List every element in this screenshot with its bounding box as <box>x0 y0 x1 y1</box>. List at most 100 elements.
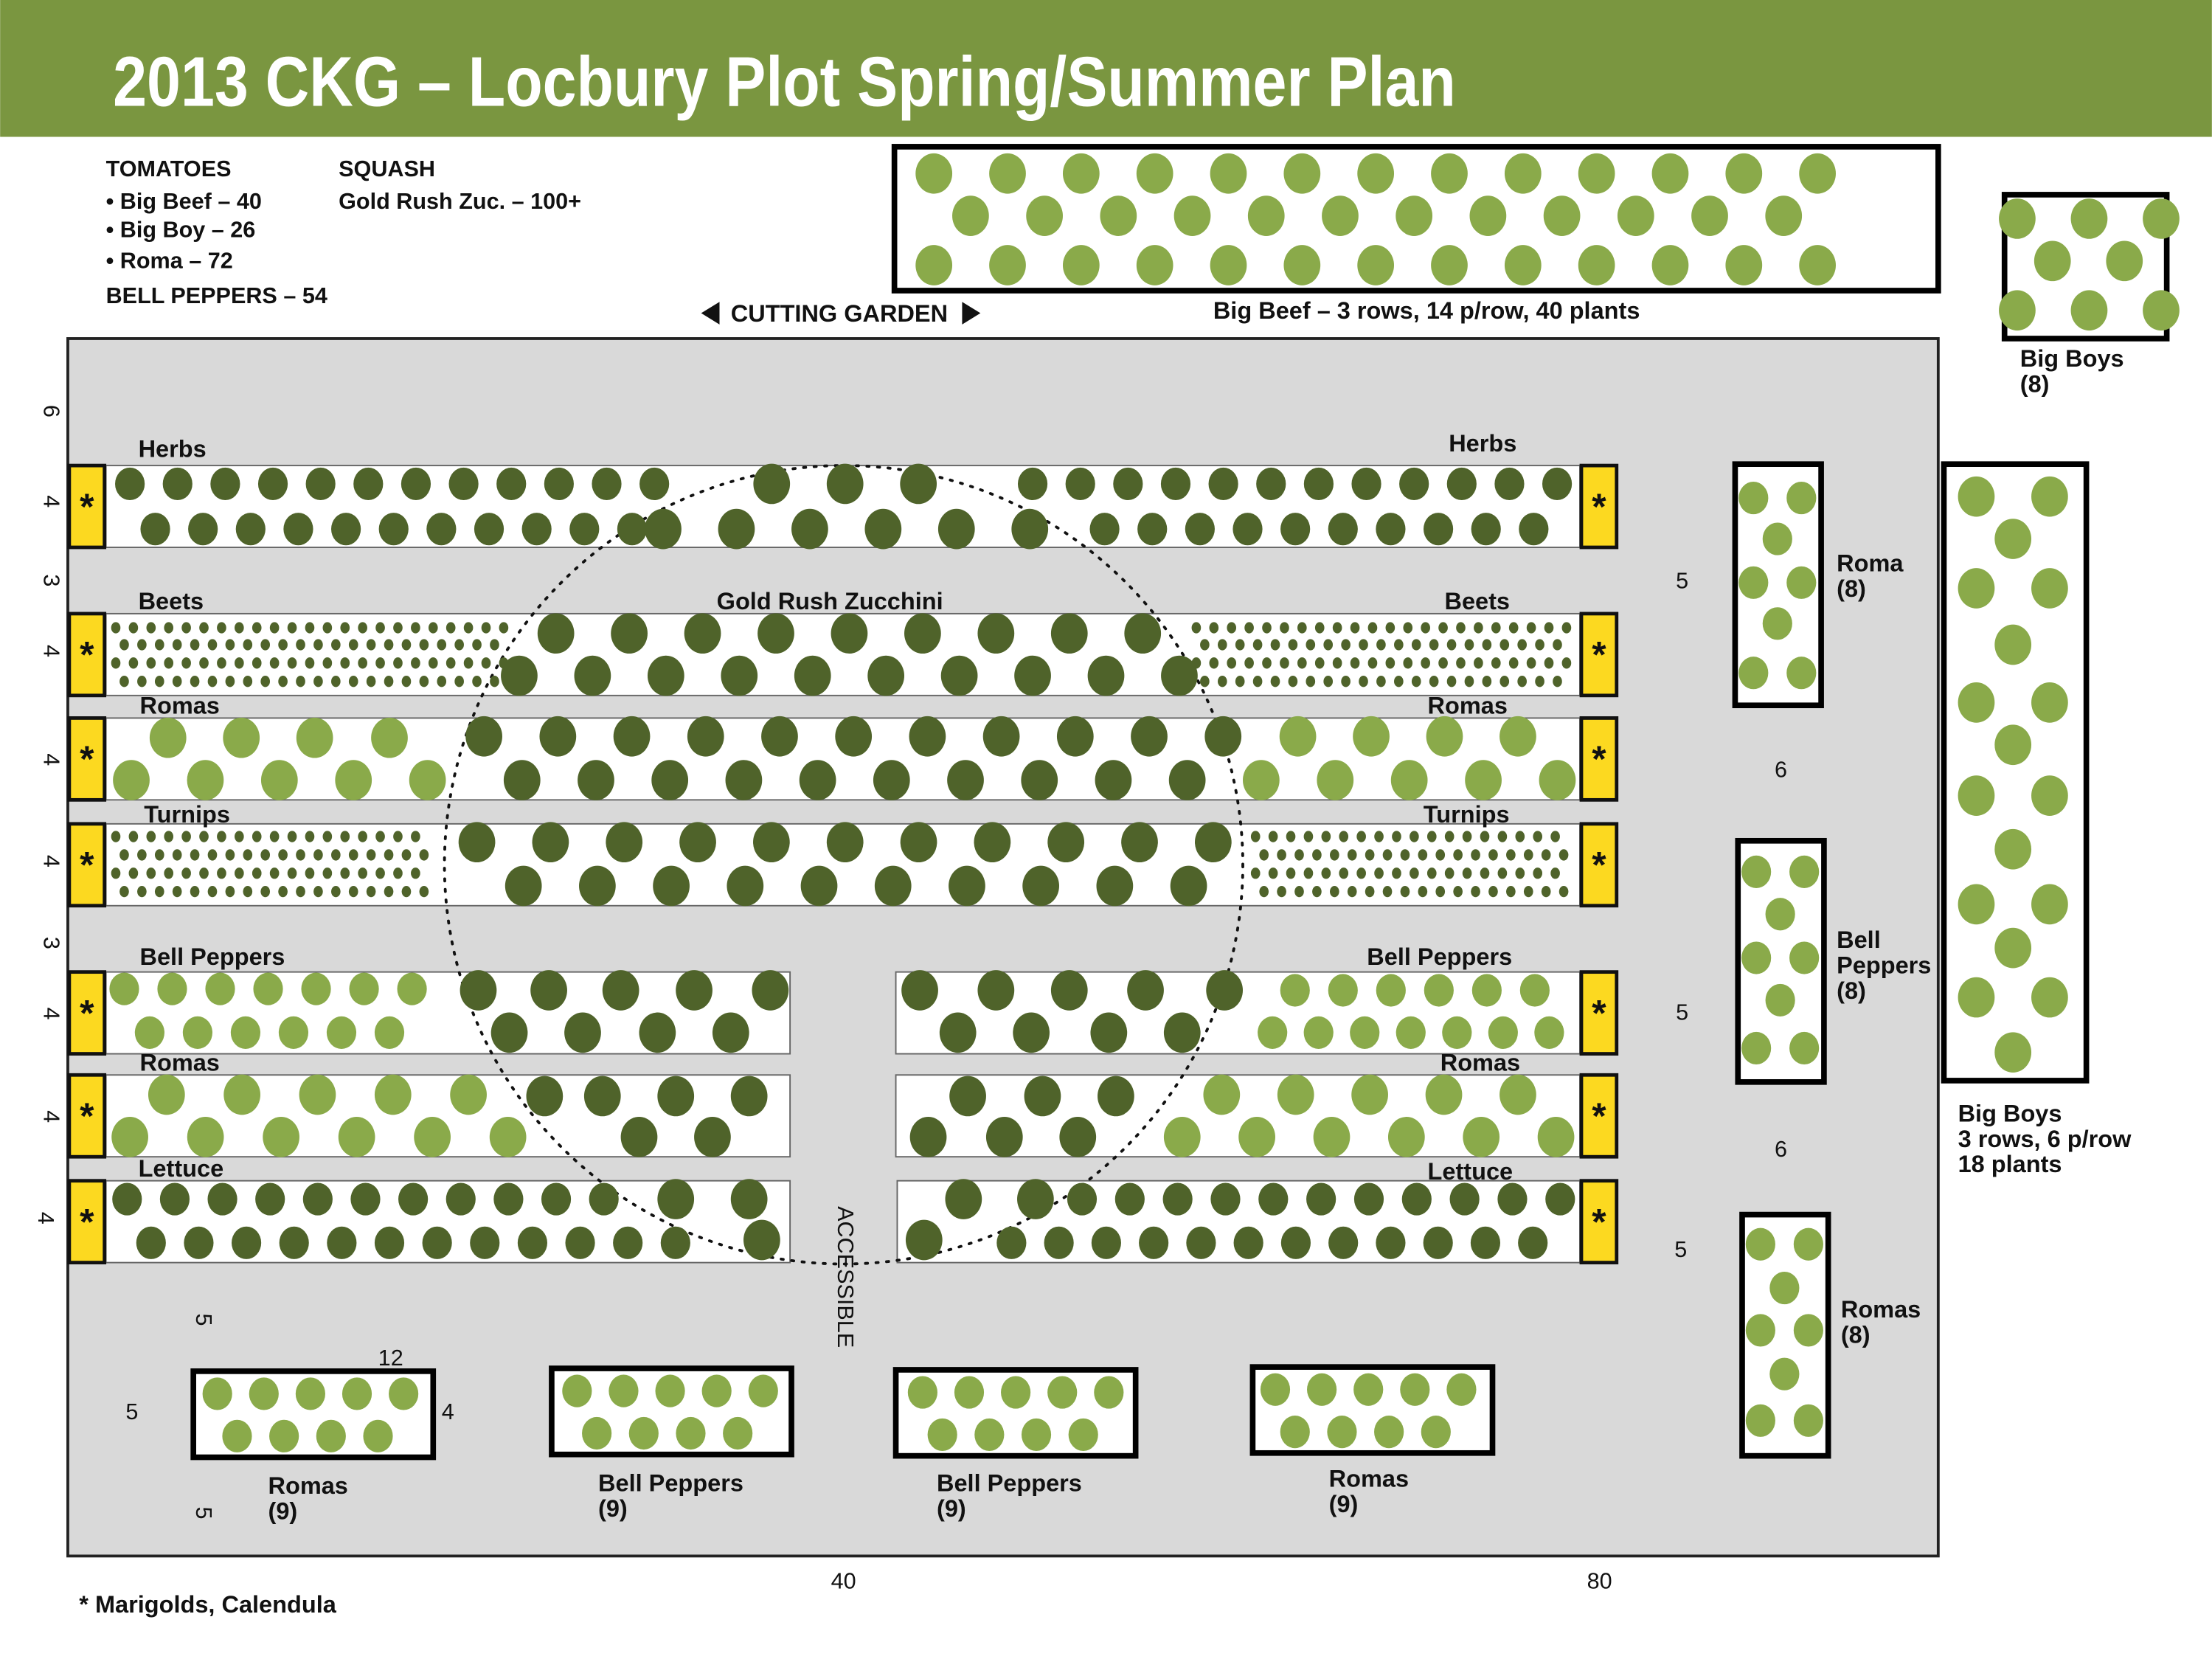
plant <box>109 972 139 1005</box>
plant <box>287 657 297 669</box>
plant <box>1418 885 1428 898</box>
plant <box>190 849 200 861</box>
plant <box>225 676 235 688</box>
plant <box>909 716 946 757</box>
arrow-right-icon <box>962 302 981 325</box>
plant <box>207 1182 238 1216</box>
bed-label-turnips: Turnips <box>1424 801 1510 828</box>
plant <box>146 867 156 879</box>
plant <box>164 831 174 842</box>
plant <box>1235 639 1245 651</box>
plant <box>1365 885 1375 898</box>
plant <box>613 716 651 757</box>
plant <box>1139 1226 1169 1259</box>
plant <box>1392 831 1401 842</box>
plant <box>1047 1376 1078 1409</box>
plant <box>1044 1226 1074 1259</box>
big-boys-tall-label: 18 plants <box>1958 1151 2062 1177</box>
plant <box>296 676 305 688</box>
plant <box>1533 867 1543 879</box>
plant <box>1543 195 1581 236</box>
plant <box>182 1016 212 1049</box>
plant <box>1100 195 1137 236</box>
plant <box>1488 849 1498 861</box>
plant <box>653 865 690 907</box>
plant <box>1173 195 1211 236</box>
plant <box>1426 867 1437 879</box>
plant <box>348 639 358 651</box>
plant <box>655 1374 685 1407</box>
plant <box>207 885 218 898</box>
plant <box>1323 639 1334 651</box>
plant <box>366 676 376 688</box>
plant <box>269 622 280 634</box>
plant <box>532 822 569 863</box>
bottom-labels: Romas (9) Bell Peppers (9) Bell Peppers … <box>268 1466 1410 1525</box>
plant <box>335 760 372 800</box>
plant <box>137 639 147 651</box>
plant <box>260 885 271 898</box>
legend-squash: Gold Rush Zuc. – 100+ <box>339 189 581 214</box>
plant <box>1464 639 1474 651</box>
plant <box>794 655 831 696</box>
plant <box>620 1117 658 1157</box>
side-labels: Roma (8) Bell Peppers (8) Romas (8) Big … <box>1837 550 2132 1348</box>
plant <box>1390 760 1428 800</box>
plant <box>907 1376 937 1409</box>
plant <box>331 849 341 861</box>
plant <box>1306 1182 1336 1216</box>
plant <box>2031 977 2068 1018</box>
dim-left: 3 <box>38 574 63 586</box>
plant <box>725 760 763 800</box>
dim-left: 4 <box>38 495 63 508</box>
plant <box>1442 1016 1472 1049</box>
plant <box>409 760 446 800</box>
plant <box>2070 290 2108 331</box>
plant <box>252 622 262 634</box>
plant <box>1958 568 1995 609</box>
plant <box>657 1179 695 1219</box>
plant <box>1535 639 1544 651</box>
plant <box>687 716 724 757</box>
plant <box>1464 676 1474 688</box>
plant <box>463 622 474 634</box>
plant <box>521 513 552 546</box>
plant <box>393 657 403 669</box>
plant <box>730 1179 768 1219</box>
plant <box>900 463 937 505</box>
plant <box>1328 513 1358 546</box>
plant <box>172 639 182 651</box>
plant <box>1471 849 1480 861</box>
plant <box>378 513 409 546</box>
plant <box>1738 566 1769 599</box>
plant <box>411 831 420 842</box>
plant <box>458 822 496 863</box>
plant <box>398 1182 429 1216</box>
plant <box>1421 1416 1451 1449</box>
plant <box>305 867 315 879</box>
plant <box>1745 1227 1775 1261</box>
plant <box>1200 676 1210 688</box>
plant <box>952 195 989 236</box>
plant <box>1535 676 1544 688</box>
plant <box>1204 716 1242 757</box>
plant <box>374 1016 405 1049</box>
plant <box>1258 1182 1289 1216</box>
plant <box>503 760 541 800</box>
page-title: 2013 CKG – Locbury Plot Spring/Summer Pl… <box>113 42 1456 121</box>
plant <box>1087 655 1125 696</box>
plant <box>1499 676 1510 688</box>
plant <box>1280 657 1289 669</box>
plant <box>1994 519 2032 559</box>
plant <box>1262 657 1272 669</box>
plant <box>1095 760 1132 800</box>
marigold-marker <box>1579 463 1619 550</box>
plant <box>1247 195 1285 236</box>
bed-label-herbs: Herbs <box>1449 430 1516 457</box>
plant <box>1958 682 1995 723</box>
plant <box>1401 1182 1432 1216</box>
plant <box>1444 867 1455 879</box>
plant <box>1235 676 1245 688</box>
plant <box>1170 865 1207 907</box>
plant <box>873 760 910 800</box>
